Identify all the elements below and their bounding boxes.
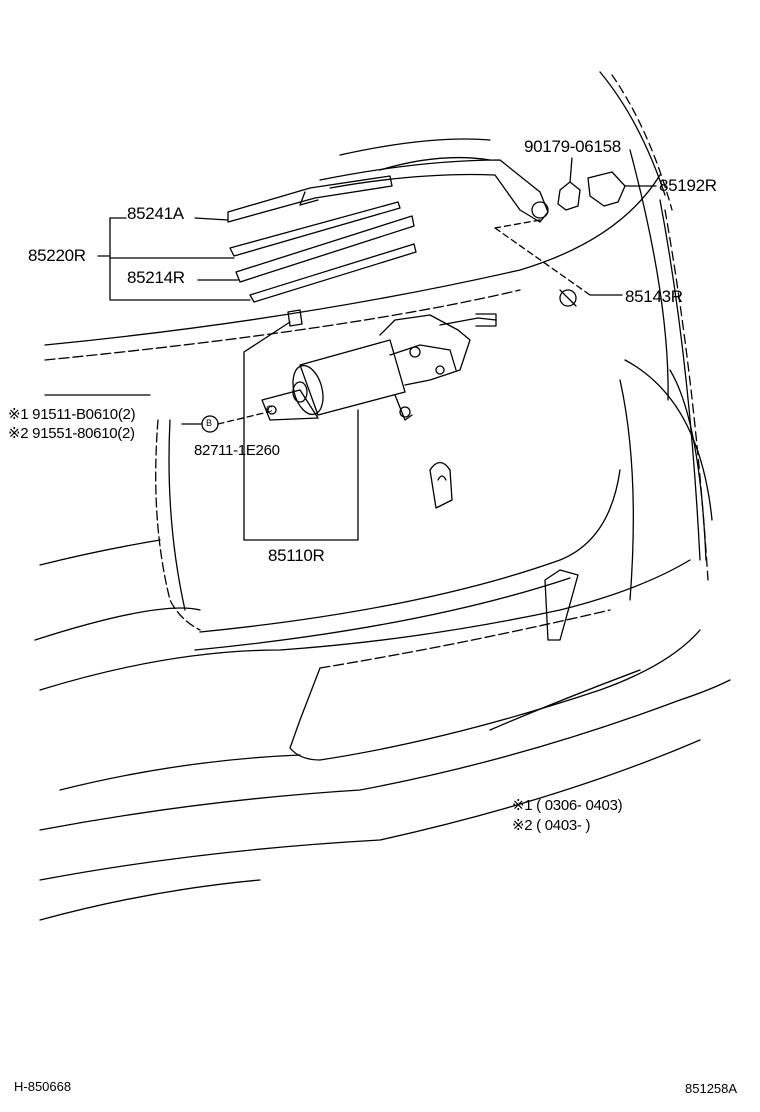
part-label-bolt-2: ※2 91551-80610(2): [8, 425, 135, 442]
marker-b-circle: [201, 415, 219, 433]
part-label-bolt-1: ※1 91511-B0610(2): [8, 406, 136, 423]
part-label-85143r: 85143R: [625, 287, 683, 306]
note-label-2: ※2 ( 0403- ): [512, 817, 591, 834]
marker-c-label: C: [266, 404, 273, 414]
part-label-85241a: 85241A: [127, 204, 184, 223]
part-label-85214r: 85214R: [127, 268, 185, 287]
vehicle-body-outline: [34, 71, 731, 921]
part-label-85220r: 85220R: [28, 246, 86, 265]
part-label-82711-1e260: 82711-1E260: [194, 442, 280, 459]
footer-left-code: H-850668: [14, 1079, 72, 1094]
footer-right-code: 851258A: [685, 1081, 738, 1096]
note-label-1: ※1 ( 0306- 0403): [512, 797, 623, 814]
part-label-90179-06158: 90179-06158: [524, 137, 621, 156]
part-label-85192r: 85192R: [659, 176, 717, 195]
wiper-motor-drawing: [261, 289, 577, 509]
leader-lines: [97, 157, 657, 541]
marker-b-label: B: [206, 418, 213, 428]
wiper-blade-drawing: [229, 201, 417, 303]
wiper-arm-drawing: [227, 159, 626, 223]
part-label-85110r: 85110R: [268, 546, 325, 565]
